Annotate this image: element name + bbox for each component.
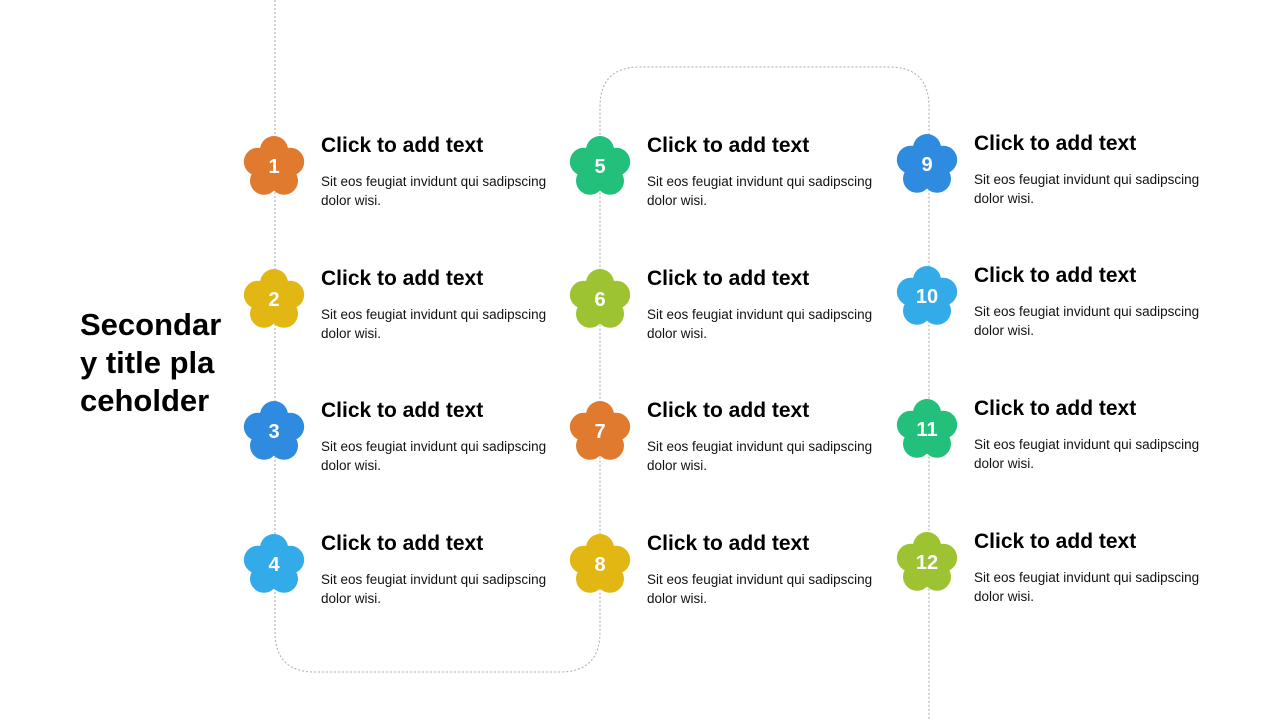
flower-icon	[569, 534, 631, 593]
item-body[interactable]: Sit eos feugiat invidunt qui sadipscing …	[321, 572, 547, 606]
item-number: 1	[268, 156, 280, 178]
item-heading[interactable]: Click to add text	[321, 399, 484, 422]
item-heading[interactable]: Click to add text	[321, 532, 484, 555]
timeline-item: 3 Click to add text Sit eos feugiat invi…	[243, 399, 574, 512]
timeline-item: 12 Click to add text Sit eos feugiat inv…	[896, 530, 1227, 643]
item-body[interactable]: Sit eos feugiat invidunt qui sadipscing …	[647, 174, 873, 208]
item-body[interactable]: Sit eos feugiat invidunt qui sadipscing …	[974, 437, 1200, 471]
item-number: 4	[268, 554, 280, 576]
item-body[interactable]: Sit eos feugiat invidunt qui sadipscing …	[974, 304, 1200, 338]
item-number: 10	[915, 286, 939, 308]
item-number: 9	[921, 154, 933, 176]
flower-icon	[569, 136, 631, 195]
timeline-item: 9 Click to add text Sit eos feugiat invi…	[896, 132, 1227, 245]
timeline-item: 10 Click to add text Sit eos feugiat inv…	[896, 264, 1227, 377]
item-number: 7	[594, 421, 606, 443]
flower-icon	[896, 266, 958, 325]
flower-icon	[243, 269, 305, 328]
item-number: 3	[268, 421, 280, 443]
item-number: 12	[915, 552, 939, 574]
item-body[interactable]: Sit eos feugiat invidunt qui sadipscing …	[321, 174, 547, 208]
timeline-item: 7 Click to add text Sit eos feugiat invi…	[569, 399, 900, 512]
flower-icon	[896, 399, 958, 458]
item-number: 6	[594, 289, 606, 311]
flower-icon	[243, 136, 305, 195]
item-number: 8	[594, 554, 606, 576]
timeline-item: 6 Click to add text Sit eos feugiat invi…	[569, 267, 900, 380]
flower-icon	[243, 401, 305, 460]
item-heading[interactable]: Click to add text	[647, 267, 810, 290]
item-heading[interactable]: Click to add text	[647, 134, 810, 157]
item-heading[interactable]: Click to add text	[321, 134, 484, 157]
item-body[interactable]: Sit eos feugiat invidunt qui sadipscing …	[974, 570, 1200, 604]
flower-icon	[569, 401, 631, 460]
item-number: 5	[594, 156, 606, 178]
item-body[interactable]: Sit eos feugiat invidunt qui sadipscing …	[974, 172, 1200, 206]
item-heading[interactable]: Click to add text	[974, 530, 1137, 553]
secondary-title[interactable]: Secondary title placeholder	[80, 307, 222, 418]
flower-icon	[243, 534, 305, 593]
item-body[interactable]: Sit eos feugiat invidunt qui sadipscing …	[321, 439, 547, 473]
timeline-item: 11 Click to add text Sit eos feugiat inv…	[896, 397, 1227, 510]
timeline-item: 1 Click to add text Sit eos feugiat invi…	[243, 134, 574, 247]
item-heading[interactable]: Click to add text	[974, 264, 1137, 287]
item-heading[interactable]: Click to add text	[321, 267, 484, 290]
flower-icon	[569, 269, 631, 328]
item-heading[interactable]: Click to add text	[974, 132, 1137, 155]
timeline-item: 4 Click to add text Sit eos feugiat invi…	[243, 532, 574, 645]
item-body[interactable]: Sit eos feugiat invidunt qui sadipscing …	[647, 572, 873, 606]
item-heading[interactable]: Click to add text	[647, 532, 810, 555]
item-heading[interactable]: Click to add text	[974, 397, 1137, 420]
timeline-item: 8 Click to add text Sit eos feugiat invi…	[569, 532, 900, 645]
item-body[interactable]: Sit eos feugiat invidunt qui sadipscing …	[647, 439, 873, 473]
item-number: 11	[916, 419, 938, 441]
timeline-item: 5 Click to add text Sit eos feugiat invi…	[569, 134, 900, 247]
item-body[interactable]: Sit eos feugiat invidunt qui sadipscing …	[321, 307, 547, 341]
item-heading[interactable]: Click to add text	[647, 399, 810, 422]
item-number: 2	[268, 289, 280, 311]
flower-icon	[896, 134, 958, 193]
flower-icon	[896, 532, 958, 591]
timeline-item: 2 Click to add text Sit eos feugiat invi…	[243, 267, 574, 380]
item-body[interactable]: Sit eos feugiat invidunt qui sadipscing …	[647, 307, 873, 341]
